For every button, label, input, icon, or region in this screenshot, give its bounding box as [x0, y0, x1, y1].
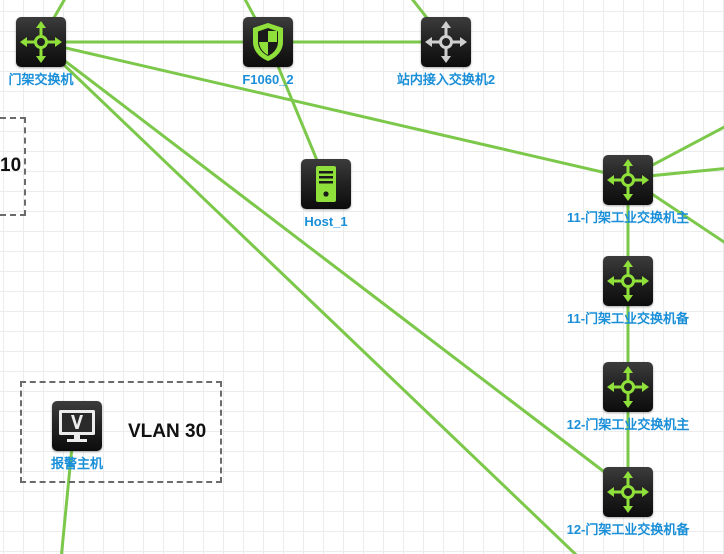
alarm-host-label[interactable]: 报警主机 [50, 456, 103, 471]
sw12-main-label[interactable]: 12-门架工业交换机主 [566, 417, 690, 432]
switch-icon [425, 21, 467, 63]
firewall-shield-icon [253, 23, 283, 61]
firewall-label[interactable]: F1060_2 [242, 72, 294, 87]
switch-icon [20, 21, 62, 63]
vlan-30-group[interactable]: VLAN 30 [20, 381, 222, 483]
link-gantry-sw11-main[interactable] [39, 40, 629, 180]
switch-icon [607, 260, 649, 302]
vlan-30-label: VLAN 30 [128, 421, 207, 442]
switch-icon [607, 471, 649, 513]
vlan-10-label: 10 [0, 155, 22, 176]
gantry-switch-label[interactable]: 门架交换机 [8, 72, 74, 87]
sw11-backup-label[interactable]: 11-门架工业交换机备 [566, 311, 690, 326]
switch-icon [607, 159, 649, 201]
sw11-main-label[interactable]: 11-门架工业交换机主 [566, 210, 690, 225]
link-gantry-sw12-backup[interactable] [39, 40, 629, 492]
monitor-icon [59, 410, 95, 442]
station-access-switch-label[interactable]: 站内接入交换机2 [396, 72, 496, 87]
vlan-10-group[interactable]: 10 [0, 117, 26, 216]
link-gantry-offscreen[interactable] [38, 40, 592, 554]
host-1-label[interactable]: Host_1 [304, 214, 348, 229]
server-icon [316, 166, 336, 202]
switch-icon [607, 366, 649, 408]
sw12-backup-label[interactable]: 12-门架工业交换机备 [566, 522, 690, 537]
